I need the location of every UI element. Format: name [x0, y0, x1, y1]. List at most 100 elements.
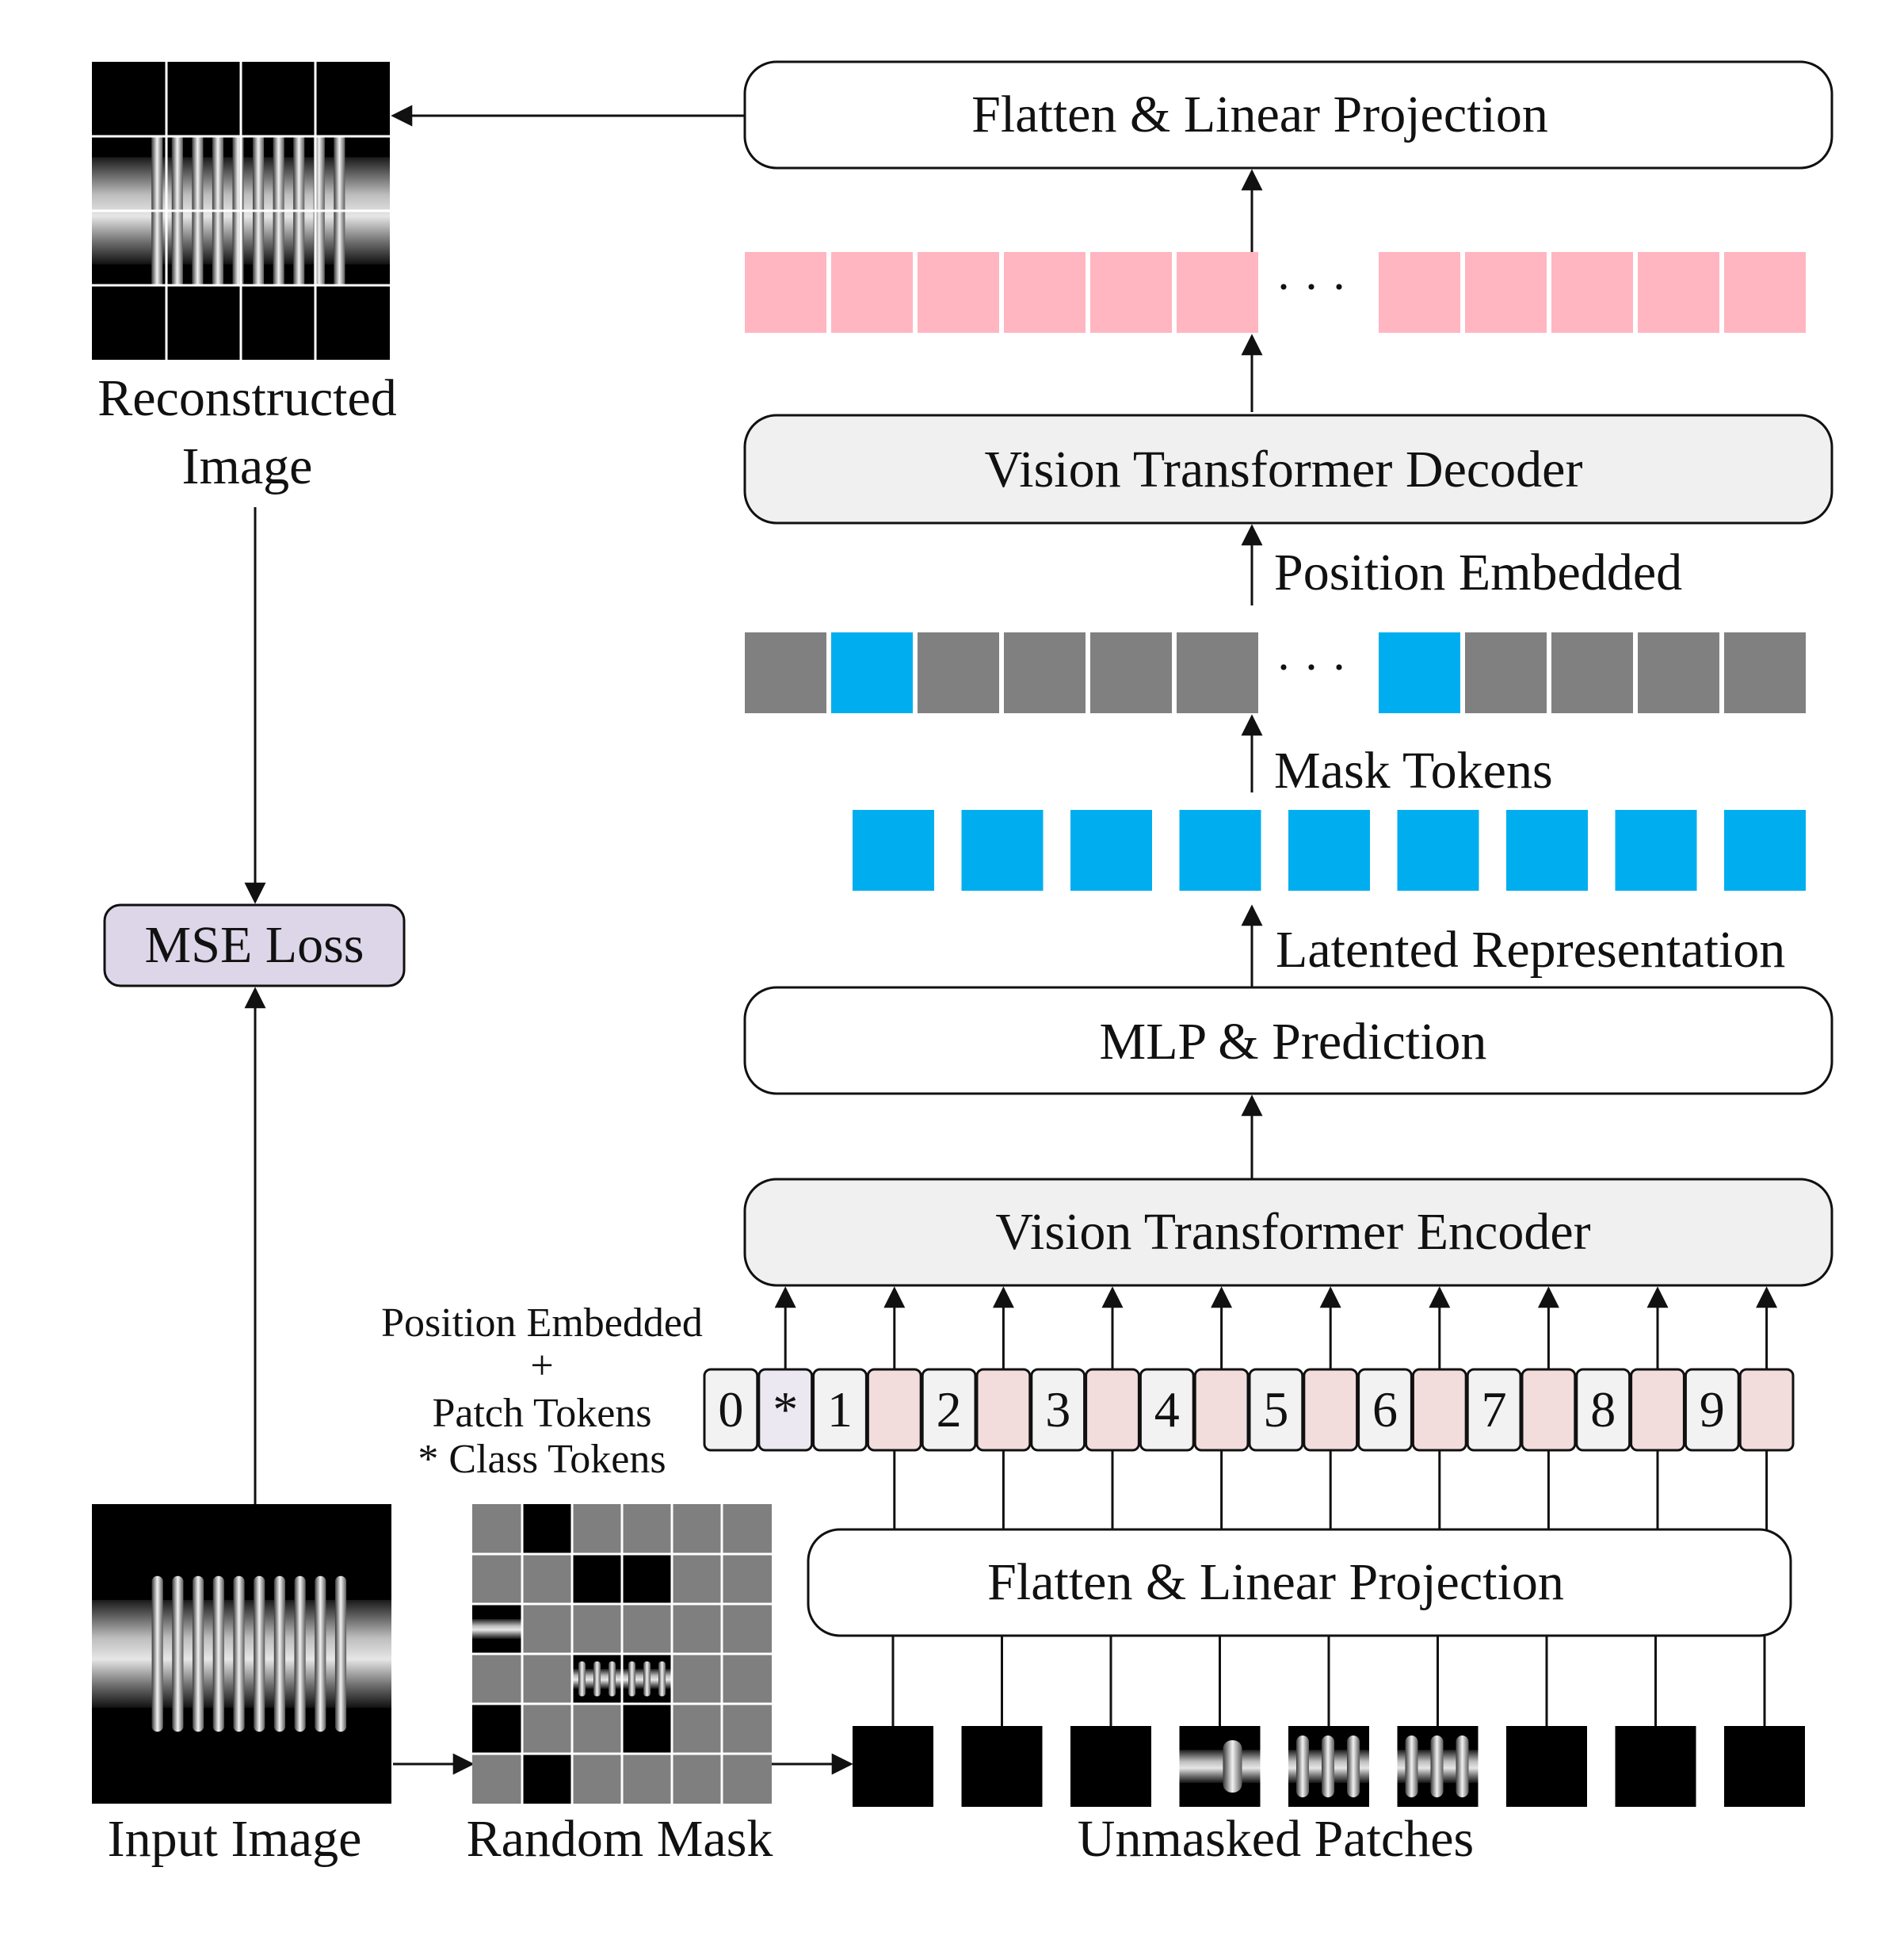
- mask-visible-ring: [593, 1661, 601, 1697]
- ellipsis-pink: · · ·: [1276, 261, 1347, 313]
- unmasked-patch-ring: [1296, 1736, 1309, 1797]
- mask-cell: [622, 1754, 672, 1804]
- position-token-label: 4: [1154, 1381, 1180, 1438]
- mask-cell: [572, 1754, 622, 1804]
- mlp-label: MLP & Prediction: [1100, 1013, 1487, 1071]
- mask-visible-rod: [472, 1618, 522, 1640]
- pink-token-1: [831, 252, 913, 333]
- mask-cell: [672, 1554, 722, 1604]
- position-cell-5: [975, 1368, 1032, 1452]
- position-cell-8: [1139, 1368, 1195, 1452]
- mask-cell: [472, 1504, 522, 1554]
- mask-tokens-label: Mask Tokens: [1274, 742, 1553, 800]
- mask-cell: [622, 1504, 672, 1554]
- mask-cell: [672, 1704, 722, 1754]
- mask-cell: [472, 1554, 522, 1604]
- pink-token-4: [1090, 252, 1172, 333]
- mix-token-3: [1004, 632, 1086, 713]
- latent-tokens: [853, 810, 1806, 891]
- mix-token-4: [1090, 632, 1172, 713]
- mix-token-0: [745, 632, 826, 713]
- latent-token-1: [961, 810, 1044, 891]
- unmasked-patch-ring: [1405, 1736, 1418, 1797]
- flatten-bottom-label: Flatten & Linear Projection: [987, 1553, 1564, 1611]
- input-image: [92, 1504, 391, 1804]
- position-cell-3: [866, 1368, 922, 1452]
- input-image-label: Input Image: [108, 1810, 362, 1868]
- mask-cell: [572, 1604, 622, 1654]
- unmasked-patch-ring: [1456, 1736, 1469, 1797]
- pink-token-10: [1724, 252, 1806, 333]
- mix-token-1: [831, 632, 913, 713]
- mask-cell: [472, 1704, 522, 1754]
- unmasked-patch-ring: [1223, 1740, 1242, 1793]
- unmasked-patch-8: [1724, 1726, 1805, 1807]
- reconstructed-label-line2: Image: [182, 437, 313, 495]
- mix-token-9: [1638, 632, 1719, 713]
- random-mask-grid: [472, 1504, 772, 1804]
- position-token-label: 2: [937, 1381, 962, 1438]
- unmasked-patch-7: [1615, 1726, 1696, 1807]
- mask-cell: [622, 1704, 672, 1754]
- pink-token-2: [918, 252, 999, 333]
- unmasked-patches: [853, 1726, 1805, 1807]
- mask-visible-ring: [628, 1661, 635, 1697]
- latent-token-8: [1724, 810, 1806, 891]
- position-token-label: 6: [1372, 1381, 1398, 1438]
- mask-cell: [722, 1704, 772, 1754]
- position-cell-0: [703, 1368, 759, 1452]
- mask-cell: [522, 1654, 572, 1704]
- position-cell-13: [1411, 1368, 1467, 1452]
- mask-visible-ring: [643, 1661, 651, 1697]
- unmasked-patch-ring: [1347, 1736, 1360, 1797]
- pink-token-8: [1551, 252, 1633, 333]
- mix-token-7: [1465, 632, 1547, 713]
- position-cell-16: [1575, 1368, 1631, 1452]
- mask-token-sequence: [745, 632, 1806, 713]
- unmasked-patch-ring: [1322, 1736, 1334, 1797]
- mask-cell: [672, 1654, 722, 1704]
- pink-token-5: [1177, 252, 1258, 333]
- mask-cell: [722, 1554, 772, 1604]
- mask-cell: [722, 1754, 772, 1804]
- mask-cell: [672, 1604, 722, 1654]
- position-cell-18: [1684, 1368, 1740, 1452]
- latent-token-0: [853, 810, 934, 891]
- flatten-bottom-box: [807, 1528, 1792, 1637]
- mask-cell: [622, 1554, 672, 1604]
- mask-cell: [572, 1504, 622, 1554]
- pink-token-3: [1004, 252, 1086, 333]
- mask-cell: [522, 1554, 572, 1604]
- mask-visible-ring: [609, 1661, 616, 1697]
- position-cell-2: [812, 1368, 868, 1452]
- position-cell-17: [1630, 1368, 1685, 1452]
- position-token-label: 9: [1700, 1381, 1725, 1438]
- position-cell-15: [1521, 1368, 1577, 1452]
- mask-cell: [572, 1704, 622, 1754]
- latented-label: Latented Representation: [1276, 921, 1785, 979]
- mlp-box: [743, 986, 1833, 1095]
- mask-cell: [572, 1554, 622, 1604]
- mask-visible-ring: [578, 1661, 586, 1697]
- position-embedded-right-label: Position Embedded: [1274, 544, 1682, 601]
- mask-cell: [472, 1754, 522, 1804]
- mix-token-8: [1551, 632, 1633, 713]
- reconstructed-label-line1: Reconstructed: [97, 369, 397, 427]
- position-cell-9: [1193, 1368, 1250, 1452]
- unmasked-patch-0: [853, 1726, 933, 1807]
- mask-cell: [622, 1604, 672, 1654]
- encoder-box: [743, 1178, 1833, 1287]
- position-cell-12: [1357, 1368, 1413, 1452]
- unmasked-patch-1: [961, 1726, 1043, 1807]
- position-token-label: 8: [1590, 1381, 1616, 1438]
- mask-cell: [722, 1654, 772, 1704]
- mask-cell: [472, 1654, 522, 1704]
- position-cell-7: [1085, 1368, 1140, 1452]
- plus-label: +: [530, 1343, 553, 1388]
- latent-token-4: [1288, 810, 1370, 891]
- mask-cell: [522, 1754, 572, 1804]
- position-cell-4: [921, 1368, 977, 1452]
